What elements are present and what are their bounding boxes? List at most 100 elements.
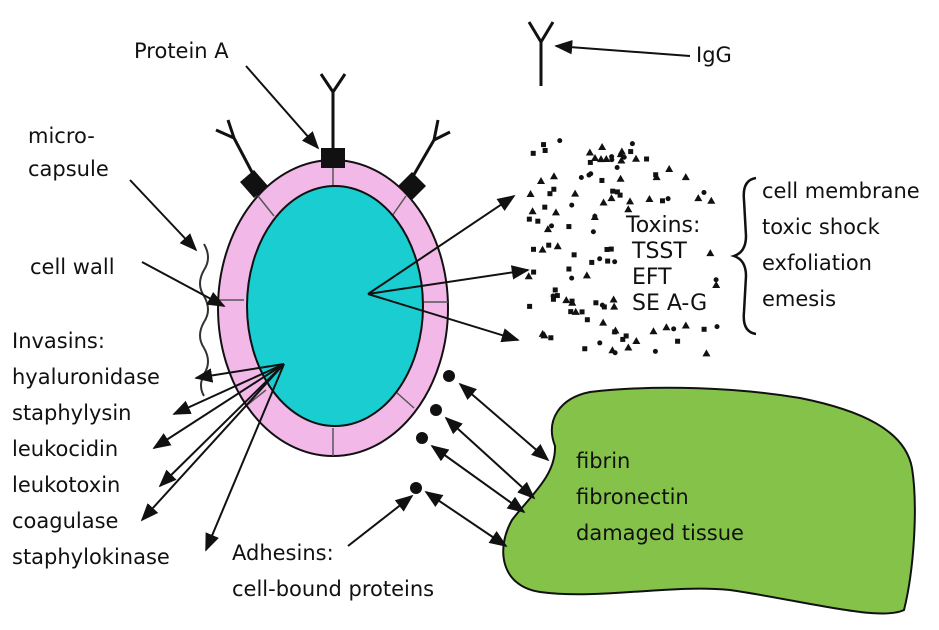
toxin-particle <box>707 197 715 204</box>
toxin-particle <box>624 343 632 350</box>
label-toxins: Toxins: <box>625 213 700 238</box>
arrow-microcapsule <box>130 180 196 250</box>
toxin-particle <box>537 177 545 184</box>
label-cell-bound-proteins: cell-bound proteins <box>232 577 434 601</box>
toxin-particle <box>551 187 556 192</box>
toxin-particle <box>702 327 707 332</box>
label-coagulase: coagulase <box>12 509 118 533</box>
effect-toxic-shock: toxic shock <box>762 215 881 239</box>
arrow-cell-wall <box>142 262 224 306</box>
toxin-particle <box>571 190 579 197</box>
toxin-particle <box>612 259 617 264</box>
toxin-particle <box>593 300 598 305</box>
label-leukocidin: leukocidin <box>12 437 118 461</box>
toxin-particle <box>712 281 720 288</box>
damaged-tissue <box>503 388 915 614</box>
toxin-particle <box>529 207 537 214</box>
microcapsule-strand <box>200 244 208 396</box>
toxin-particle <box>610 189 615 194</box>
toxin-particle <box>694 194 702 201</box>
toxin-particle <box>562 296 570 303</box>
toxin-particle <box>543 148 548 153</box>
toxin-particle <box>588 160 593 165</box>
label-staphylokinase: staphylokinase <box>12 545 170 569</box>
toxin-particle <box>626 197 634 204</box>
free-igg <box>529 22 553 86</box>
toxin-particle <box>572 252 577 257</box>
toxin-particles <box>525 138 720 356</box>
toxin-particle <box>580 309 585 314</box>
toxin-particle <box>671 326 676 331</box>
arrow-adhesion-4 <box>426 492 506 546</box>
toxin-particle <box>527 304 532 309</box>
toxin-particle <box>548 335 553 340</box>
effects-brace <box>734 178 756 334</box>
label-invasins: Invasins: <box>12 329 105 353</box>
arrow-adhesion-3 <box>432 446 524 512</box>
toxin-particle <box>618 193 623 198</box>
toxin-particle <box>600 303 605 308</box>
toxin-particle <box>527 190 535 197</box>
toxin-particle <box>591 229 596 234</box>
toxin-particle <box>553 287 558 292</box>
toxin-particle <box>682 322 690 329</box>
toxin-particle <box>630 141 635 146</box>
toxin-particle <box>617 175 625 182</box>
label-staphylysin: staphylysin <box>12 401 131 425</box>
toxin-particle <box>541 142 546 147</box>
label-igg: IgG <box>696 43 732 67</box>
arrow-adhesins <box>348 496 412 546</box>
toxin-particle <box>624 333 629 338</box>
toxin-particle <box>589 260 594 265</box>
toxin-particle <box>607 194 615 201</box>
arrow-protein-a <box>246 66 318 148</box>
toxin-particle <box>566 224 571 229</box>
toxin-particle <box>531 270 536 275</box>
toxin-particle <box>597 340 602 345</box>
toxin-particle <box>542 205 547 210</box>
toxin-particle <box>702 349 710 356</box>
label-leukotoxin: leukotoxin <box>12 473 120 497</box>
toxin-particle <box>701 190 706 195</box>
toxin-particle <box>609 154 614 159</box>
toxin-particle <box>628 149 633 154</box>
toxin-particle <box>598 143 606 150</box>
protein-a-top <box>321 148 345 168</box>
toxin-particle <box>666 196 671 201</box>
toxin-particle <box>550 172 558 179</box>
label-protein-a: Protein A <box>134 39 229 63</box>
toxin-particle <box>569 203 574 208</box>
tissue-fibronectin: fibronectin <box>576 485 689 509</box>
toxin-particle <box>675 339 680 344</box>
toxin-particle <box>665 165 673 172</box>
toxin-particle <box>600 198 608 205</box>
arrow-adhesion-2 <box>446 418 534 498</box>
toxin-particle <box>609 247 614 252</box>
toxin-particle <box>624 205 632 212</box>
toxin-particle <box>592 214 597 219</box>
toxin-particle <box>644 156 649 161</box>
toxin-particle <box>632 337 640 344</box>
toxin-particle <box>660 198 665 203</box>
arrow-igg <box>556 46 690 56</box>
toxin-particle <box>586 173 591 178</box>
toxin-particle <box>645 195 653 202</box>
toxin-particle <box>632 155 640 162</box>
label-hyaluronidase: hyaluronidase <box>12 365 160 389</box>
toxin-particle <box>531 151 536 156</box>
toxin-particle <box>535 219 540 224</box>
toxin-particle <box>552 208 560 215</box>
toxin-particle <box>546 243 551 248</box>
effect-emesis: emesis <box>762 287 836 311</box>
toxin-particle <box>615 165 620 170</box>
toxin-particle <box>682 173 690 180</box>
toxin-particle <box>649 327 657 334</box>
toxin-particle <box>579 175 584 180</box>
toxin-particle <box>547 191 552 196</box>
effect-exfoliation: exfoliation <box>762 251 872 275</box>
toxin-particle <box>610 303 618 310</box>
label-se-a-g: SE A-G <box>632 291 707 316</box>
toxin-particle <box>662 323 670 330</box>
toxin-particle <box>570 299 575 304</box>
